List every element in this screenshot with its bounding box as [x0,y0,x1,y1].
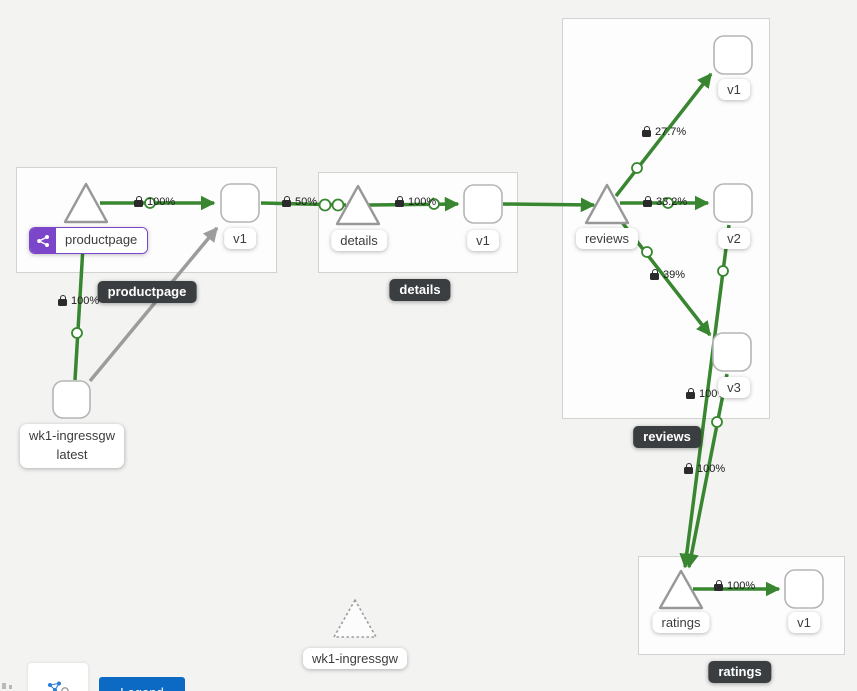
cutoff-ui-fragment [9,685,12,689]
edge-details-to-v1[interactable] [368,196,460,212]
group-label-productpage: productpage [97,281,197,303]
node-details-v1[interactable] [463,184,503,224]
node-reviews-v3[interactable] [712,332,752,372]
traffic-dot [71,327,83,339]
node-label-productpage-service[interactable]: productpage [29,227,149,254]
edge-label-reviews-to-v1[interactable]: 27.7% [642,125,687,138]
edge-label-productpage-v1-to-details[interactable]: 50% [282,195,318,208]
node-ingress-idle-service[interactable] [333,599,377,638]
lock-icon [134,195,143,207]
lock-icon [686,387,695,399]
node-label-reviews-v1[interactable]: v1 [718,79,750,100]
legend-button[interactable]: Legend [99,677,185,691]
edge-label-reviews-v2-to-ratings[interactable]: 100% [684,462,726,475]
edge-label-productpage-to-v1[interactable]: 100% [134,195,176,208]
node-reviews-service[interactable] [584,183,630,225]
lock-icon [650,268,659,280]
node-label-details-v1[interactable]: v1 [467,230,499,251]
traffic-dot [318,198,332,212]
virtual-service-icon [30,228,56,253]
edge-label-reviews-to-v3[interactable]: 39% [650,268,686,281]
node-productpage-service[interactable] [63,182,109,224]
group-label-ratings: ratings [708,661,772,683]
node-label-details-service[interactable]: details [331,230,387,251]
node-label-ratings-v1[interactable]: v1 [788,612,820,633]
traffic-dot [717,265,729,277]
node-productpage-v1[interactable] [220,183,260,223]
node-label-reviews-v2[interactable]: v2 [718,228,750,249]
edge-percentage: 100% [408,196,437,208]
mini-graph-icon [48,681,69,691]
edge-label-ingress-to-productpage[interactable]: 100% [58,294,100,307]
traffic-dot [331,198,345,212]
cutoff-ui-fragment [2,683,6,689]
traffic-dot [641,246,653,258]
traffic-dot [631,162,643,174]
node-reviews-v1[interactable] [713,35,753,75]
edge-details-v1-to-reviews[interactable] [502,197,596,213]
node-label-ingress-workload[interactable]: wk1-ingressgw latest [20,424,124,468]
edge-percentage: 39% [663,269,686,281]
edge-percentage: 100% [697,463,726,475]
node-ingress-workload[interactable] [52,380,91,419]
lock-icon [282,195,291,207]
edge-reviews-to-v1[interactable] [614,72,713,198]
lock-icon [714,579,723,591]
node-label-reviews-service[interactable]: reviews [575,228,639,249]
node-ratings-v1[interactable] [784,569,824,609]
traffic-dot [428,198,440,210]
node-reviews-v2[interactable] [713,183,753,223]
node-label-ratings-service[interactable]: ratings [652,612,710,633]
traffic-dot [662,197,674,209]
lock-icon [58,294,67,306]
node-label-productpage-v1[interactable]: v1 [224,228,256,249]
lock-icon [395,195,404,207]
node-ratings-service[interactable] [658,569,704,610]
lock-icon [643,195,652,207]
edge-label-reviews-to-v2[interactable]: 33.2% [643,195,688,208]
edge-ingress-to-productpage[interactable] [73,228,91,381]
lock-icon [684,462,693,474]
workload-version: latest [56,446,88,462]
edge-reviews-v2-to-ratings[interactable] [679,224,731,569]
edge-percentage: 50% [295,196,318,208]
edge-label-details-to-v1[interactable]: 100% [395,195,437,208]
group-label-reviews: reviews [633,426,701,448]
node-label-reviews-v3[interactable]: v3 [718,377,750,398]
group-label-details: details [389,279,451,301]
edge-ingress-to-productpage-v1[interactable] [88,226,219,383]
edge-percentage: 100% [71,295,100,307]
node-label-text: productpage [56,228,148,253]
node-details-service[interactable] [335,184,381,226]
edge-percentage: 100% [727,580,756,592]
graph-tool-button[interactable] [28,663,88,691]
edge-label-ratings-to-v1[interactable]: 100% [714,579,756,592]
node-label-ingress-idle-service[interactable]: wk1-ingressgw [303,648,407,669]
edge-reviews-v3-to-ratings[interactable] [684,373,729,569]
workload-name: wk1-ingressgw [29,428,115,443]
traffic-dot [711,416,723,428]
edge-percentage: 33.2% [656,196,688,208]
lock-icon [642,125,651,137]
traffic-dot [144,197,156,209]
edge-percentage: 27.7% [655,126,687,138]
edge-percentage: 100% [147,196,176,208]
